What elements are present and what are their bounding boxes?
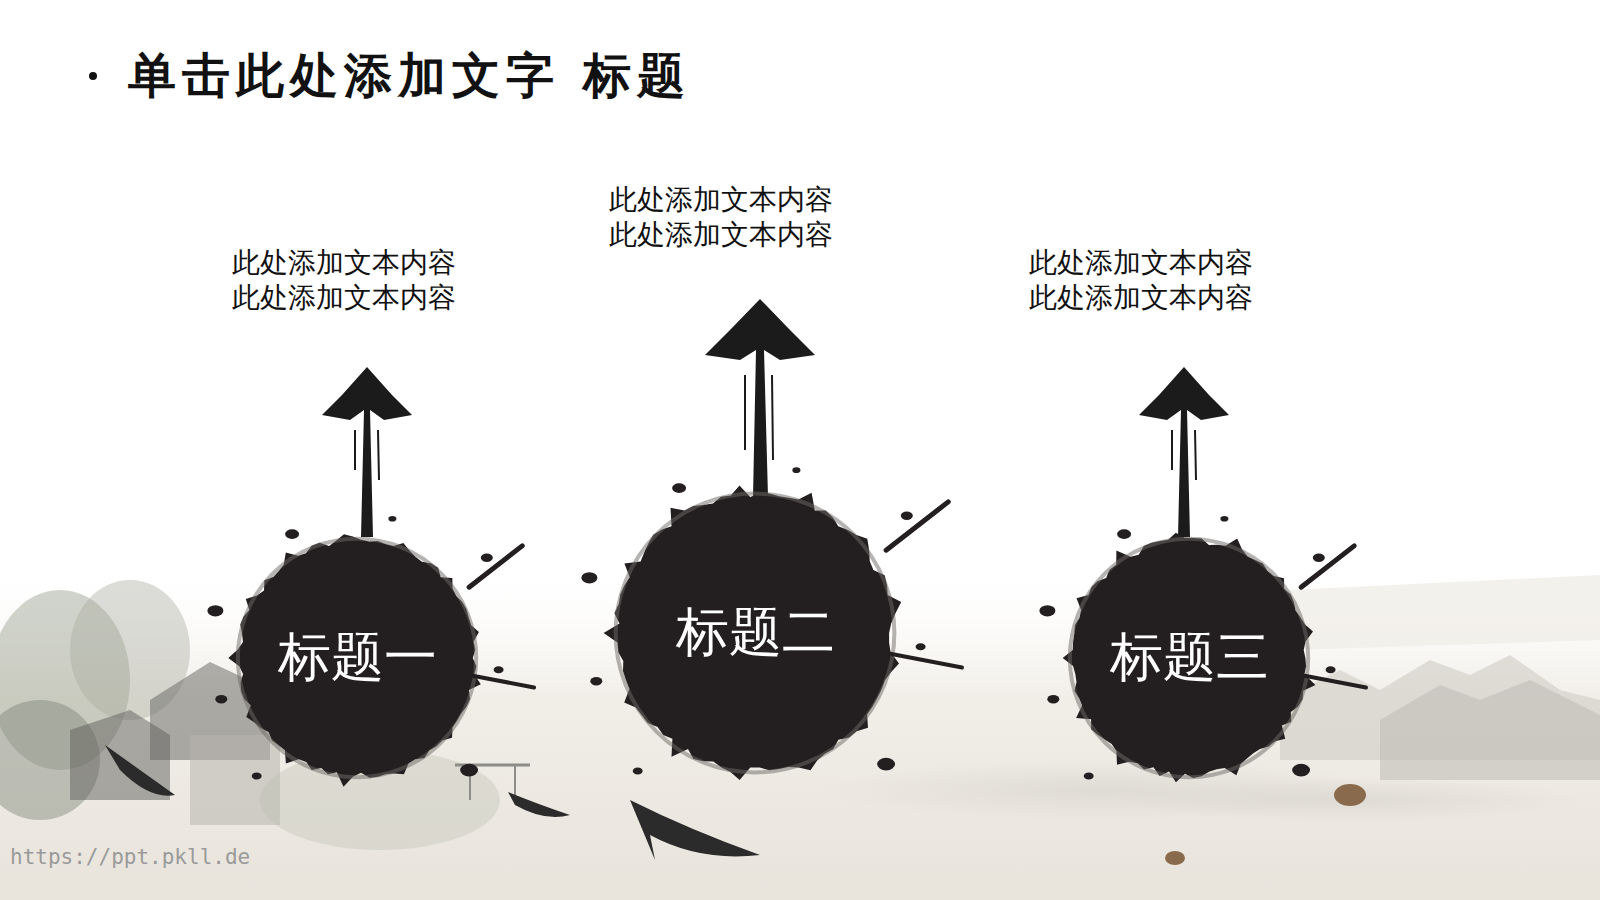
ink-circle-node: 标题二此处添加文本内容 此处添加文本内容 (617, 495, 893, 771)
ink-arrow (322, 367, 412, 537)
title-bullet (89, 72, 97, 80)
circle-title: 标题一 (239, 540, 475, 776)
ink-arrow (705, 299, 815, 497)
circle-title: 标题二 (617, 495, 893, 771)
ink-circle-node: 标题一此处添加文本内容 此处添加文本内容 (239, 540, 475, 776)
watermark: https://ppt.pkll.de (10, 845, 250, 869)
description-text: 此处添加文本内容 此处添加文本内容 (1016, 245, 1266, 315)
description-text: 此处添加文本内容 此处添加文本内容 (596, 182, 846, 252)
slide-title: 单击此处添加文字 标题 (128, 44, 691, 108)
circle-title: 标题三 (1071, 540, 1307, 776)
ink-arrow (1139, 367, 1229, 537)
ink-circle-node: 标题三此处添加文本内容 此处添加文本内容 (1071, 540, 1307, 776)
description-text: 此处添加文本内容 此处添加文本内容 (219, 245, 469, 315)
